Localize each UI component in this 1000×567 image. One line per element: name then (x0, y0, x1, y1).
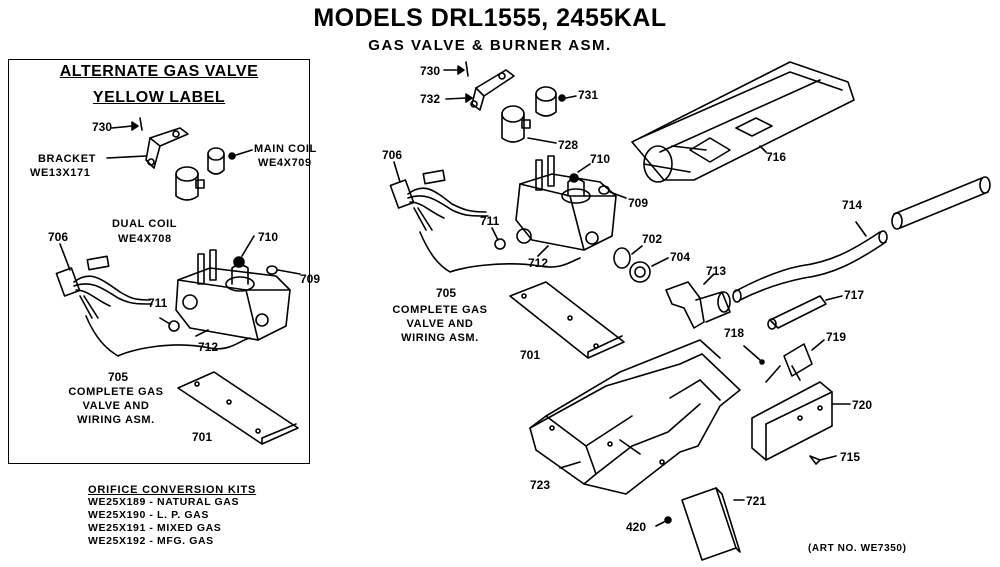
complete-line2: VALVE AND (406, 318, 474, 330)
inset-part-710: 710 (258, 230, 279, 244)
part-718: 718 (724, 326, 745, 340)
inset-part-730: 730 (92, 120, 113, 134)
kit-row: WE25X190 - L. P. GAS (88, 509, 209, 521)
alternate-gas-valve-inset (8, 59, 310, 464)
inset-part-706: 706 (48, 230, 69, 244)
part-714: 714 (842, 198, 863, 212)
inset-main-coil-label: MAIN COIL (254, 143, 317, 155)
inset-bracket-label: BRACKET (38, 153, 96, 165)
inset-complete-line2: VALVE AND (82, 400, 150, 412)
part-721: 721 (746, 494, 767, 508)
inset-complete-line1: COMPLETE GAS (68, 386, 164, 398)
part-720: 720 (852, 398, 873, 412)
part-719: 719 (826, 330, 847, 344)
kits-heading: ORIFICE CONVERSION KITS (88, 484, 257, 496)
inset-dual-coil-label: DUAL COIL (112, 218, 178, 230)
kit-row: WE25X192 - MFG. GAS (88, 535, 214, 547)
kit-row: WE25X189 - NATURAL GAS (88, 496, 240, 508)
part-705: 705 (436, 286, 457, 300)
inset-part-709: 709 (300, 272, 321, 286)
part-710: 710 (590, 152, 611, 166)
inset-title-line1: ALTERNATE GAS VALVE (59, 63, 259, 80)
complete-line3: WIRING ASM. (401, 332, 479, 344)
part-704: 704 (670, 250, 691, 264)
part-713: 713 (706, 264, 727, 278)
part-715: 715 (840, 450, 861, 464)
part-732: 732 (420, 92, 441, 106)
part-723: 723 (530, 478, 551, 492)
complete-line1: COMPLETE GAS (392, 304, 488, 316)
inset-title-line2: YELLOW LABEL (92, 89, 226, 106)
inset-part-711: 711 (148, 296, 168, 310)
art-number: (ART NO. WE7350) (808, 543, 907, 554)
inset-main-coil-part: WE4X709 (258, 157, 312, 169)
inset-drawing (55, 117, 301, 445)
part-716: 716 (766, 150, 787, 164)
page-subtitle: GAS VALVE & BURNER ASM. (368, 37, 612, 54)
part-706: 706 (382, 148, 403, 162)
inset-dual-coil-part: WE4X708 (118, 233, 172, 245)
inset-part-701: 701 (192, 430, 213, 444)
part-709: 709 (628, 196, 649, 210)
inset-complete-line3: WIRING ASM. (77, 414, 155, 426)
page-title: MODELS DRL1555, 2455KAL (313, 4, 667, 32)
kit-row: WE25X191 - MIXED GAS (88, 522, 222, 534)
part-420: 420 (626, 520, 647, 534)
part-728: 728 (558, 138, 579, 152)
part-730: 730 (420, 64, 441, 78)
part-712: 712 (528, 256, 549, 270)
inset-part-712: 712 (198, 340, 219, 354)
inset-bracket-part: WE13X171 (30, 167, 91, 179)
part-717: 717 (844, 288, 865, 302)
part-731: 731 (578, 88, 599, 102)
orifice-conversion-kits: ORIFICE CONVERSION KITS WE25X189 - NATUR… (88, 484, 298, 548)
main-drawing (389, 61, 991, 561)
inset-part-705: 705 (108, 370, 129, 384)
part-701: 701 (520, 348, 541, 362)
part-702: 702 (642, 232, 663, 246)
part-711: 711 (480, 214, 500, 228)
